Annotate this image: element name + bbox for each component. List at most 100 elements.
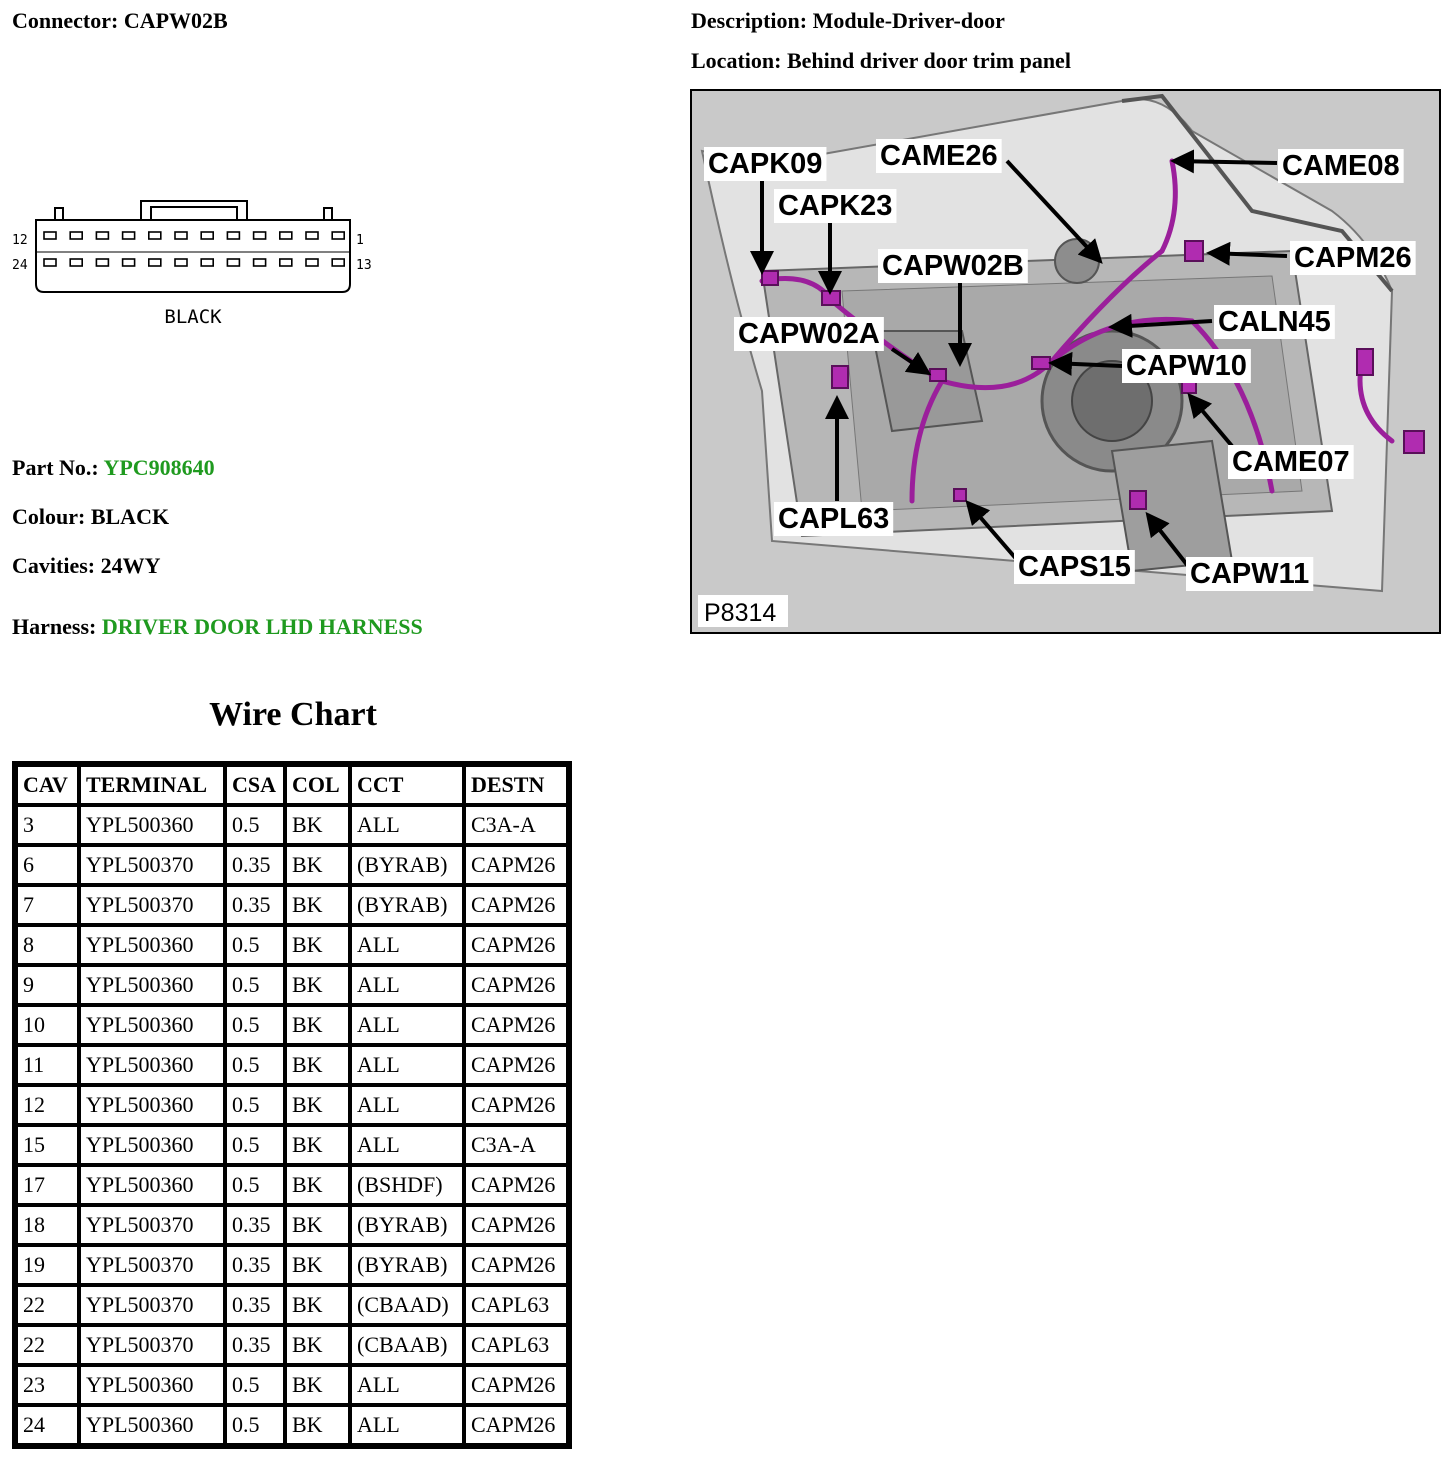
callout-capm26: CAPM26 [1294, 242, 1412, 274]
callout-capl63: CAPL63 [778, 503, 889, 535]
cell-destn: CAPM26 [462, 1163, 570, 1207]
connector-cavity [69, 231, 84, 240]
callout-background [1290, 241, 1416, 275]
callout-background [1014, 550, 1135, 584]
callout-background [1228, 445, 1354, 479]
cell-cav: 12 [14, 1083, 81, 1127]
cell-cav: 15 [14, 1123, 81, 1167]
cell-destn: C3A-A [462, 803, 570, 847]
cell-col: BK [283, 883, 352, 927]
column-header-col: COL [283, 763, 352, 807]
connector-cavity [95, 231, 110, 240]
cell-cct: ALL [348, 1123, 466, 1167]
cell-destn: CAPM26 [462, 843, 570, 887]
callout-capw10: CAPW10 [1126, 350, 1247, 382]
cell-col: BK [283, 1243, 352, 1287]
cell-csa: 0.35 [223, 883, 287, 927]
cell-terminal: YPL500360 [77, 963, 227, 1007]
connector-cavity [305, 231, 319, 240]
cell-terminal: YPL500360 [77, 1003, 227, 1047]
cell-terminal: YPL500360 [77, 1083, 227, 1127]
cell-csa: 0.35 [223, 1203, 287, 1247]
callout-background [1186, 557, 1314, 591]
cell-csa: 0.35 [223, 1243, 287, 1287]
location-photo: CAPK09 CAME26 CAME08 CAPK23 CAPM26 CAPW0… [690, 89, 1441, 634]
cavities-label: Cavities: [12, 553, 96, 578]
cell-destn: CAPL63 [462, 1283, 570, 1327]
callout-background [876, 139, 1002, 173]
colour-line: Colour: BLACK [12, 504, 169, 530]
colour-label: Colour: [12, 504, 86, 529]
part-no-label: Part No.: [12, 455, 99, 480]
cell-terminal: YPL500370 [77, 1283, 227, 1327]
description-line: Description: Module-Driver-door [691, 8, 1005, 34]
cell-cav: 24 [14, 1403, 81, 1447]
cavity-row-bottom [43, 258, 346, 267]
cell-cct: ALL [348, 923, 466, 967]
cell-col: BK [283, 1083, 352, 1127]
cell-cct: (BYRAB) [348, 1203, 466, 1247]
part-no-value: YPC908640 [103, 455, 215, 480]
connector-value: CAPW02B [123, 8, 228, 33]
cell-csa: 0.5 [223, 1003, 287, 1047]
cavities-value: 24WY [100, 553, 161, 578]
cell-csa: 0.5 [223, 1163, 287, 1207]
connector-cavity [43, 231, 57, 240]
cell-cct: ALL [348, 1083, 466, 1127]
harness-value: DRIVER DOOR LHD HARNESS [101, 614, 423, 639]
connector-cavity [278, 258, 293, 267]
cell-destn: CAPM26 [462, 1363, 570, 1407]
callout-background [704, 147, 827, 181]
callout-caln45: CALN45 [1218, 306, 1331, 338]
cell-cav: 19 [14, 1243, 81, 1287]
connector-cavity [121, 258, 136, 267]
cell-terminal: YPL500360 [77, 803, 227, 847]
cell-terminal: YPL500370 [77, 1203, 227, 1247]
connector-cavity [331, 258, 346, 267]
cell-destn: C3A-A [462, 1123, 570, 1167]
cell-cct: ALL [348, 803, 466, 847]
connector-cavity [148, 258, 162, 267]
callout-came26: CAME26 [880, 140, 998, 172]
description-value: Module-Driver-door [812, 8, 1005, 33]
cell-csa: 0.5 [223, 1083, 287, 1127]
connector-color-label: BLACK [164, 306, 222, 328]
callout-came08: CAME08 [1282, 150, 1400, 182]
callout-came07: CAME07 [1232, 446, 1350, 478]
cell-col: BK [283, 963, 352, 1007]
cell-cav: 18 [14, 1203, 81, 1247]
connector-cavity [200, 231, 214, 240]
pin-number-1: 1 [356, 233, 364, 248]
part-no-line: Part No.: YPC908640 [12, 455, 215, 481]
cell-col: BK [283, 1043, 352, 1087]
cell-csa: 0.35 [223, 843, 287, 887]
cell-col: BK [283, 803, 352, 847]
cell-col: BK [283, 1323, 352, 1367]
cell-cct: ALL [348, 1003, 466, 1047]
column-header-terminal: TERMINAL [77, 763, 227, 807]
table-header-row: CAV TERMINAL CSA COL CCT DESTN [14, 763, 570, 807]
cell-destn: CAPM26 [462, 1403, 570, 1447]
cell-col: BK [283, 1163, 352, 1207]
pin-number-24: 24 [12, 258, 28, 273]
cavities-line: Cavities: 24WY [12, 553, 160, 579]
cell-destn: CAPM26 [462, 1003, 570, 1047]
cell-csa: 0.5 [223, 1043, 287, 1087]
cell-cct: ALL [348, 963, 466, 1007]
callout-background [1278, 149, 1404, 183]
connector-cavity [252, 258, 267, 267]
cell-cct: (BYRAB) [348, 883, 466, 927]
callout-capk23: CAPK23 [778, 190, 892, 222]
callout-background [774, 502, 894, 536]
callout-capw02b: CAPW02B [882, 250, 1024, 282]
pin-number-13: 13 [356, 258, 372, 273]
cell-destn: CAPM26 [462, 1083, 570, 1127]
cell-terminal: YPL500360 [77, 1403, 227, 1447]
wire-chart-title: Wire Chart [209, 696, 377, 733]
